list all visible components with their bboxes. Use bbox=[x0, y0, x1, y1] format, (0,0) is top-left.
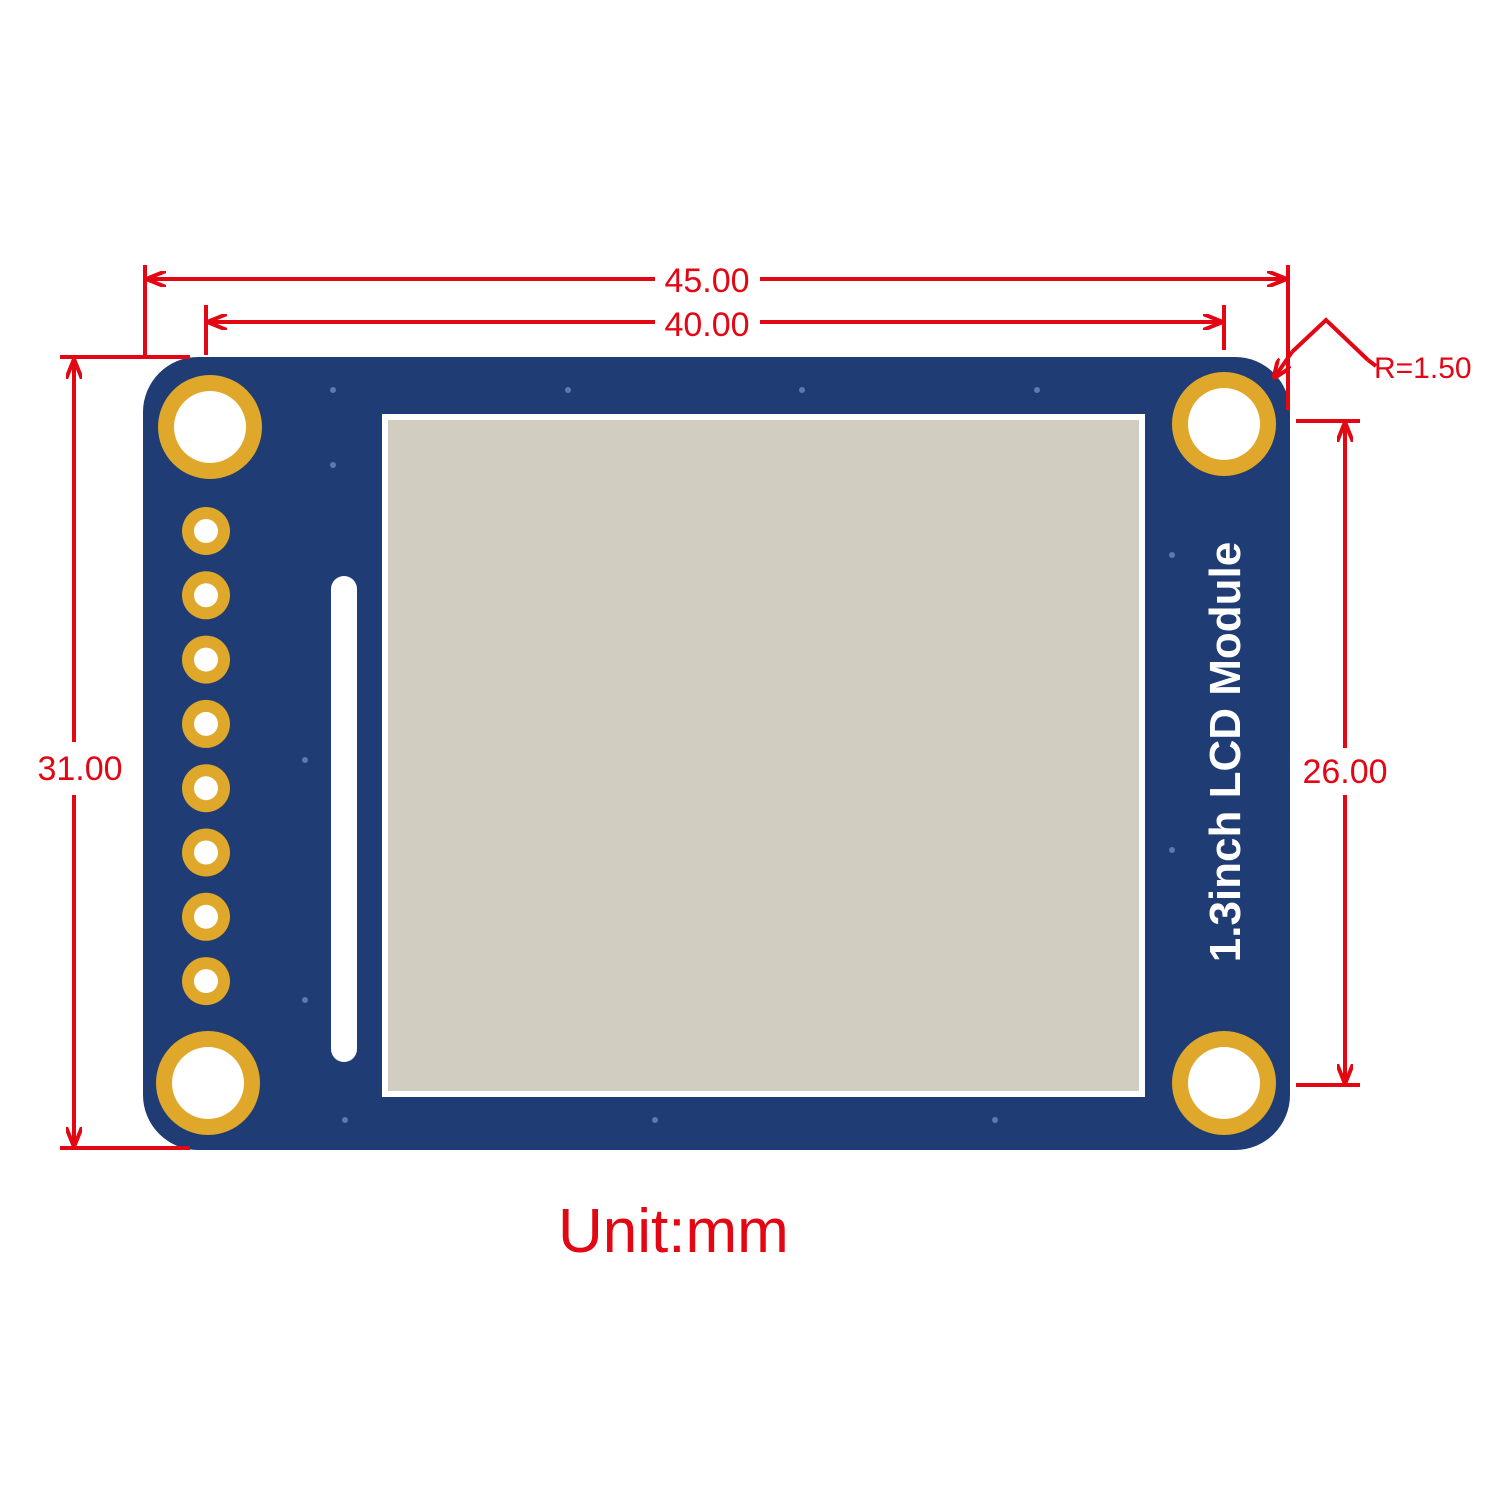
mounting-hole-top-left bbox=[158, 375, 262, 479]
fpc-slot bbox=[331, 576, 357, 1062]
dimension-corner-radius: R=1.50 bbox=[1274, 317, 1472, 385]
pin-pad bbox=[182, 635, 230, 684]
hole-spacing-x-value: 40.00 bbox=[664, 306, 749, 344]
dimension-hole-spacing-x: 40.00 bbox=[204, 305, 1226, 355]
dimension-overall-width: 45.00 bbox=[143, 262, 1290, 410]
overall-height-value: 31.00 bbox=[37, 750, 122, 788]
pin-pad bbox=[182, 828, 230, 877]
corner-radius-value: R=1.50 bbox=[1374, 352, 1472, 385]
lcd-screen bbox=[382, 414, 1145, 1097]
mounting-hole-bottom-left bbox=[156, 1031, 260, 1135]
pin-pad bbox=[182, 957, 230, 1006]
hole-spacing-y-value: 26.00 bbox=[1302, 753, 1387, 791]
dimension-overall-height: 31.00 bbox=[37, 355, 190, 1150]
pin-pad bbox=[182, 892, 230, 941]
mounting-holes bbox=[156, 372, 1276, 1135]
dimension-hole-spacing-y: 26.00 bbox=[1296, 419, 1388, 1087]
pin-pad bbox=[182, 699, 230, 748]
pin-pad bbox=[182, 764, 230, 813]
overall-width-value: 45.00 bbox=[664, 262, 749, 300]
mounting-hole-bottom-right bbox=[1172, 1031, 1276, 1135]
board-label: 1.3inch LCD Module bbox=[1201, 542, 1250, 962]
pin-pad bbox=[182, 571, 230, 620]
board-vias bbox=[302, 387, 1175, 1123]
mounting-hole-top-right bbox=[1172, 372, 1276, 476]
unit-label: Unit:mm bbox=[558, 1197, 789, 1266]
pin-pad bbox=[182, 507, 230, 555]
pin-header bbox=[182, 507, 230, 1006]
